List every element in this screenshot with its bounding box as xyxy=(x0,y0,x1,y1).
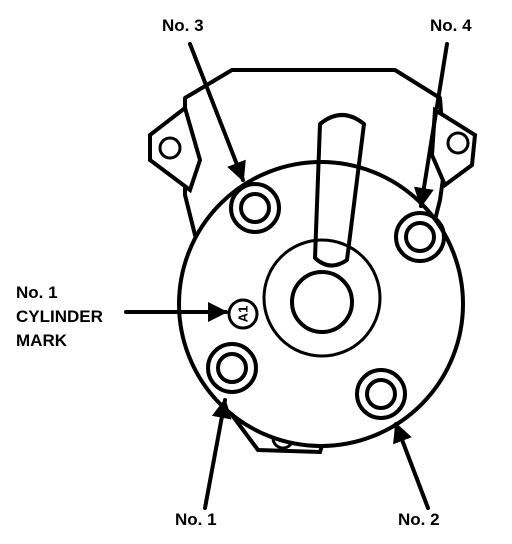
arrow-no1 xyxy=(203,398,232,510)
label-cylinder-mark-line2: CYLINDER xyxy=(16,307,103,326)
terminal-no2 xyxy=(355,368,407,420)
center-hole xyxy=(290,270,354,334)
label-no4: No. 4 xyxy=(430,16,472,35)
terminal-no3 xyxy=(229,182,281,234)
cylinder-mark-circle xyxy=(227,298,259,330)
label-no1: No. 1 xyxy=(175,510,217,529)
arrow-no2 xyxy=(393,422,430,510)
arrow-no3 xyxy=(188,42,246,182)
label-cylinder-mark-line1: No. 1 xyxy=(16,283,58,302)
label-no2: No. 2 xyxy=(398,510,440,529)
cylinder-mark-text: A1 xyxy=(236,306,251,323)
terminal-no1 xyxy=(206,342,258,394)
arrow-no4 xyxy=(413,42,449,208)
center-boss xyxy=(262,238,382,358)
left-mounting-ear xyxy=(148,104,203,194)
right-mounting-ear xyxy=(429,106,478,189)
terminal-no4 xyxy=(394,211,446,263)
left-ear-bolt-hole xyxy=(158,136,182,160)
label-cylinder-mark-line3: MARK xyxy=(16,331,67,350)
rotor-arm xyxy=(313,113,366,268)
right-ear-bolt-hole xyxy=(446,131,470,155)
label-no3: No. 3 xyxy=(162,16,204,35)
